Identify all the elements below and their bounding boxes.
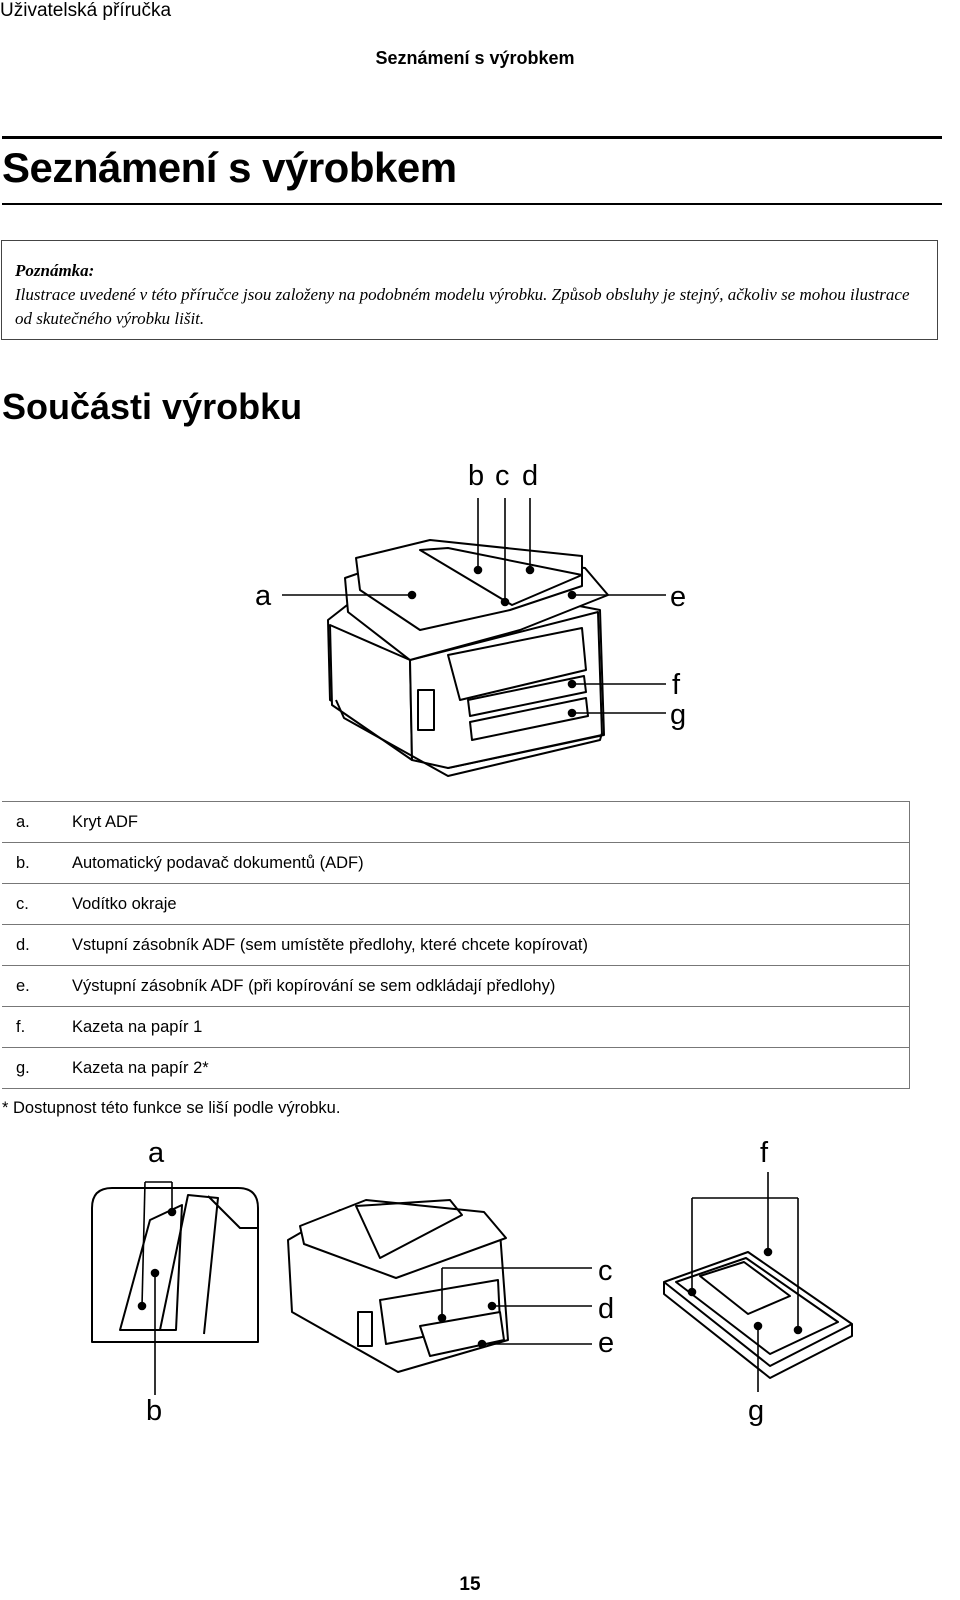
- part-letter: b.: [2, 842, 72, 884]
- parts-table: a.Kryt ADF b.Automatický podavač dokumen…: [2, 801, 910, 1089]
- note-title: Poznámka:: [15, 261, 95, 280]
- part-letter: c.: [2, 883, 72, 925]
- label-b: b: [468, 460, 484, 492]
- adf-paper-guide: [419, 547, 583, 606]
- cassette-1: [467, 675, 587, 717]
- running-header: Uživatelská příručka: [0, 0, 172, 21]
- footnote: * Dostupnost této funkce se liší podle v…: [2, 1099, 341, 1117]
- detail-label-g: g: [748, 1395, 764, 1427]
- page-number: 15: [459, 1574, 481, 1595]
- part-letter: g.: [2, 1047, 72, 1089]
- part-description: Kazeta na papír 2*: [72, 1047, 910, 1089]
- title-rule-top: [2, 136, 942, 139]
- cassette-edge-guide: [699, 1261, 791, 1315]
- printer-detail-figure: a b c d e f g: [91, 1137, 853, 1427]
- side-port: [417, 689, 435, 731]
- label-g: g: [670, 699, 686, 731]
- note-box: Poznámka: Ilustrace uvedené v této příru…: [1, 240, 938, 340]
- part-description: Vstupní zásobník ADF (sem umístěte předl…: [72, 924, 910, 966]
- part-letter: f.: [2, 1006, 72, 1048]
- detail-label-d: d: [598, 1293, 614, 1325]
- output-tray-extension: [419, 1311, 505, 1357]
- part-description: Automatický podavač dokumentů (ADF): [72, 842, 910, 884]
- note-text: Ilustrace uvedené v této příručce jsou z…: [15, 285, 910, 328]
- label-f: f: [672, 669, 681, 701]
- table-row: g.Kazeta na papír 2*: [2, 1047, 910, 1089]
- section-title: Součásti výrobku: [2, 386, 303, 427]
- detail-label-b: b: [146, 1395, 162, 1427]
- label-e: e: [670, 581, 686, 613]
- part-description: Kazeta na papír 1: [72, 1006, 910, 1048]
- detail-label-c: c: [598, 1255, 613, 1287]
- control-panel: [447, 627, 587, 701]
- part-description: Vodítko okraje: [72, 883, 910, 925]
- adf-hinge: [159, 1194, 219, 1335]
- table-row: c.Vodítko okraje: [2, 883, 910, 925]
- printer-base: [335, 699, 603, 777]
- detail-side-port: [357, 1311, 373, 1347]
- detail-label-f: f: [760, 1137, 769, 1169]
- label-d: d: [522, 460, 538, 492]
- part-description: Kryt ADF: [72, 801, 910, 843]
- detail-label-a: a: [148, 1137, 165, 1169]
- part-letter: e.: [2, 965, 72, 1007]
- detail-label-e: e: [598, 1327, 614, 1359]
- label-c: c: [495, 460, 510, 492]
- printer-parts-figure: a b c d e f g: [255, 460, 686, 777]
- part-letter: d.: [2, 924, 72, 966]
- label-a: a: [255, 580, 272, 612]
- table-row: a.Kryt ADF: [2, 801, 910, 843]
- table-row: b.Automatický podavač dokumentů (ADF): [2, 842, 910, 884]
- cassette-2: [469, 697, 589, 741]
- table-row: e.Výstupní zásobník ADF (při kopírování …: [2, 965, 910, 1007]
- title-rule-bottom: [2, 203, 942, 205]
- page-title: Seznámení s výrobkem: [2, 144, 457, 191]
- adf-top-tray: [355, 539, 583, 631]
- part-letter: a.: [2, 801, 72, 843]
- table-row: d.Vstupní zásobník ADF (sem umístěte pře…: [2, 924, 910, 966]
- part-description: Výstupní zásobník ADF (při kopírování se…: [72, 965, 910, 1007]
- table-row: f.Kazeta na papír 1: [2, 1006, 910, 1048]
- section-header: Seznámení s výrobkem: [375, 48, 575, 68]
